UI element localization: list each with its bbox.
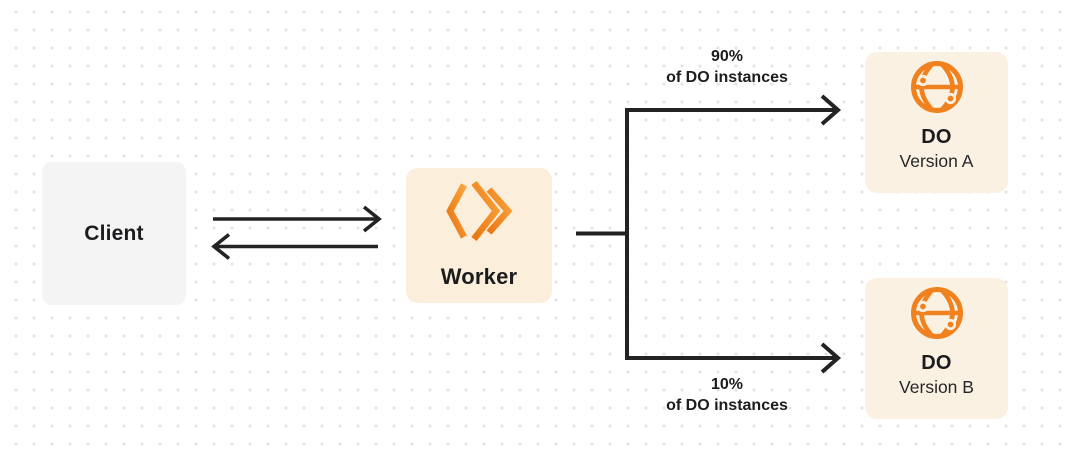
client-label: Client (84, 221, 144, 245)
workers-icon (446, 180, 513, 242)
branch-b-percent: 10% (710, 376, 744, 393)
do-b-version: Version B (899, 377, 974, 397)
branch-a-caption: of DO instances (666, 69, 788, 86)
worker-node: Worker (406, 168, 552, 303)
branch-b-arrowhead-icon (820, 342, 842, 374)
durable-object-globe-icon (909, 285, 965, 341)
branch-a-label: 90% of DO instances (615, 46, 839, 88)
branch-a-arrowhead-icon (820, 94, 842, 126)
branch-a-percent: 90% (710, 48, 744, 65)
branch-trunk-line (625, 108, 836, 360)
worker-to-client-arrowhead-icon (211, 233, 231, 260)
do-version-a-node: DO Version A (865, 52, 1008, 193)
do-b-name: DO (921, 352, 952, 374)
do-version-b-node: DO Version B (865, 278, 1008, 419)
client-node: Client (42, 162, 186, 305)
do-a-name: DO (921, 126, 952, 148)
client-to-worker-arrowhead-icon (362, 205, 382, 233)
worker-label: Worker (440, 264, 518, 289)
branch-b-label: 10% of DO instances (615, 374, 839, 416)
branch-b-caption: of DO instances (666, 397, 788, 414)
durable-object-globe-icon (909, 59, 965, 115)
do-a-version: Version A (899, 151, 974, 171)
